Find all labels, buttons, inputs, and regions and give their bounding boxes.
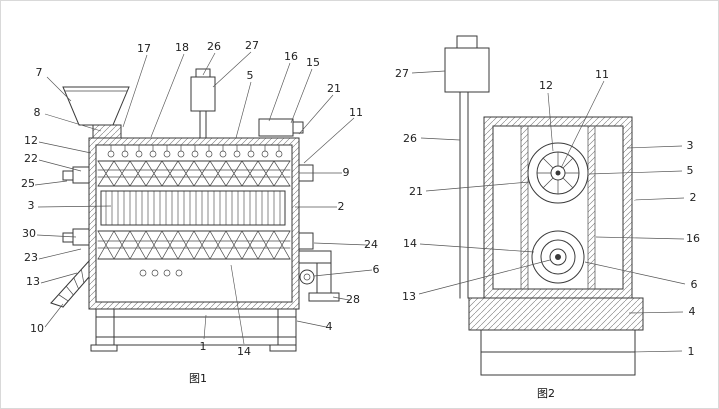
fig1-label-27: 27 (245, 39, 259, 52)
fig2-inner-columns (520, 125, 596, 290)
fig2-caption: 图2 (537, 387, 555, 400)
fig2-leader-lines (411, 70, 686, 353)
fig2-label-1: 1 (688, 345, 695, 358)
fig1-label-2: 2 (338, 200, 345, 213)
fig1-top-right-box (258, 118, 304, 137)
fig1-label-23: 23 (24, 251, 38, 264)
fig2-label-5: 5 (687, 164, 694, 177)
fig2-label-2: 2 (690, 191, 697, 204)
fig2-label-21: 21 (409, 185, 423, 198)
fig1-label-11: 11 (349, 106, 363, 119)
fig1-label-25: 25 (21, 177, 35, 190)
fig2-label-4: 4 (689, 305, 696, 318)
fig1-label-28: 28 (346, 293, 360, 306)
fig1-hopper (62, 86, 130, 139)
fig2-label-27: 27 (395, 67, 409, 80)
fig1-label-8: 8 (34, 106, 41, 119)
figure1-drawing: 7 8 12 22 25 3 30 23 13 10 17 18 26 27 5… (21, 39, 380, 385)
fig1-leader-lines (34, 51, 373, 345)
fig1-motor (190, 68, 216, 139)
fig2-label-11: 11 (595, 68, 609, 81)
fig2-label-3: 3 (687, 139, 694, 152)
fig1-label-10: 10 (30, 322, 44, 335)
fig2-label-13: 13 (402, 290, 416, 303)
fig1-label-18: 18 (175, 41, 189, 54)
fig2-label-26: 26 (403, 132, 417, 145)
fig1-label-13: 13 (26, 275, 40, 288)
fig2-pipe (459, 91, 469, 299)
fig1-base-frame (90, 308, 297, 352)
fig2-base (468, 297, 644, 376)
fig1-slatted-drum (100, 190, 286, 226)
fig1-label-15: 15 (306, 56, 320, 69)
fig1-upper-auger (97, 160, 291, 187)
fig2-label-6: 6 (691, 278, 698, 291)
fig1-bolts (139, 269, 183, 277)
fig1-label-4: 4 (326, 320, 333, 333)
fig1-label-30: 30 (22, 227, 36, 240)
fig1-label-6: 6 (373, 263, 380, 276)
fig1-label-17: 17 (137, 42, 151, 55)
fig1-lower-auger (97, 230, 291, 260)
fig2-top-wheel (527, 142, 589, 204)
fig1-label-24: 24 (364, 238, 378, 251)
fig1-left-flanges (62, 166, 90, 246)
fig2-bottom-wheel (531, 230, 585, 284)
fig1-label-3: 3 (28, 199, 35, 212)
fig1-label-5: 5 (247, 69, 254, 82)
fig1-label-1: 1 (200, 340, 207, 353)
fig1-label-12: 12 (24, 134, 38, 147)
fig2-label-16: 16 (686, 232, 700, 245)
figure2-drawing: 27 26 21 14 13 12 11 3 5 2 16 6 4 1 图2 (395, 35, 700, 400)
fig2-top-box (444, 35, 490, 93)
fig1-discharge-chute (50, 260, 90, 308)
fig1-outlet-pipe (298, 250, 340, 302)
fig1-nozzle-row (107, 144, 283, 158)
fig1-labels: 7 8 12 22 25 3 30 23 13 10 17 18 26 27 5… (21, 39, 380, 358)
fig2-label-14: 14 (403, 237, 417, 250)
fig2-labels: 27 26 21 14 13 12 11 3 5 2 16 6 4 1 (395, 67, 700, 358)
fig2-label-12: 12 (539, 79, 553, 92)
fig1-label-16: 16 (284, 50, 298, 63)
fig1-label-21: 21 (327, 82, 341, 95)
fig1-caption: 图1 (189, 372, 207, 385)
fig1-label-22: 22 (24, 152, 38, 165)
fig1-label-14: 14 (237, 345, 251, 358)
fig1-label-9: 9 (343, 166, 350, 179)
fig1-label-7: 7 (36, 66, 43, 79)
fig1-label-26: 26 (207, 40, 221, 53)
